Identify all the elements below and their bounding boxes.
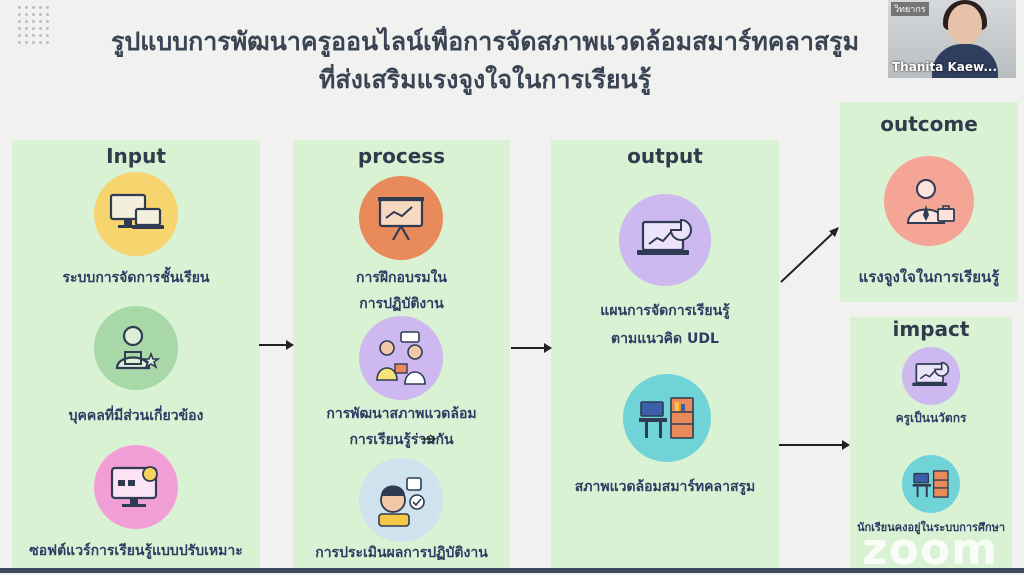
process-header: process xyxy=(357,144,446,168)
monitor-bulb-icon xyxy=(94,445,178,529)
businessperson-icon xyxy=(884,156,974,246)
speaker-role-tag: วิทยากร xyxy=(891,2,929,16)
presentation-board-icon xyxy=(359,176,443,260)
input-item-3: ซอฟต์แวร์การเรียนรู้แบบปรับเหมาะ xyxy=(29,543,243,559)
classroom-desk-small-icon xyxy=(902,455,960,513)
classroom-desk-icon xyxy=(623,374,711,462)
participant-video-tile[interactable]: วิทยากร Thanita Kaew... xyxy=(888,0,1016,78)
arrow-process-to-output xyxy=(511,343,552,353)
person-star-icon xyxy=(94,306,178,390)
cursor-arrow-icon xyxy=(421,434,437,444)
arrow-output-to-outcome xyxy=(780,227,839,283)
output-header: output xyxy=(627,144,703,168)
monitor-laptop-icon xyxy=(94,172,178,256)
output-item-2-line1: สภาพแวดล้อมสมาร์ทคลาสรูม xyxy=(574,479,756,495)
input-header: Input xyxy=(106,144,166,168)
arrow-output-to-impact xyxy=(779,440,850,450)
page-title-line2: ที่ส่งเสริมแรงจูงใจในการเรียนรู้ xyxy=(318,65,652,94)
arrow-input-to-process xyxy=(259,340,294,350)
process-item-2-line2: การเรียนรู้ร่วมกัน xyxy=(349,432,454,448)
decorative-dots xyxy=(16,4,50,44)
process-item-2-line1: การพัฒนาสภาพแวดล้อม xyxy=(326,406,477,422)
process-item-3-line1: การประเมินผลการปฏิบัติงาน xyxy=(315,545,488,561)
outcome-column: outcome แรงจูงใจในการเรียนรู้ xyxy=(840,102,1018,302)
outcome-item-1: แรงจูงใจในการเรียนรู้ xyxy=(858,268,1000,286)
impact-header: impact xyxy=(892,317,970,341)
input-item-2: บุคคลที่มีส่วนเกี่ยวข้อง xyxy=(68,408,204,424)
outcome-header: outcome xyxy=(880,112,978,136)
page-title-line1: รูปแบบการพัฒนาครูออนไลน์เพื่อการจัดสภาพแ… xyxy=(110,27,860,56)
laptop-chart-small-icon xyxy=(902,347,960,405)
impact-item-1: ครูเป็นนวัตกร xyxy=(895,411,967,425)
impact-column: impact ครูเป็นนวัตกร นักเรียนคงอยู่ในระบ… xyxy=(850,317,1012,573)
input-column: Input ระบบการจัดการชั้นเรียน บุคคลที่มีส… xyxy=(12,140,260,573)
input-item-1: ระบบการจัดการชั้นเรียน xyxy=(62,270,210,286)
person-checklist-icon xyxy=(359,458,443,542)
participant-name: Thanita Kaew... xyxy=(892,60,998,74)
process-item-1-line2: การปฏิบัติงาน xyxy=(359,296,444,312)
impact-item-2: นักเรียนคงอยู่ในระบบการศึกษา xyxy=(856,521,1006,534)
bottom-bar xyxy=(0,568,1024,573)
people-discussion-icon xyxy=(359,316,443,400)
output-item-1-line2: ตามแนวคิด UDL xyxy=(611,331,719,347)
laptop-chart-icon xyxy=(619,194,711,286)
output-item-1-line1: แผนการจัดการเรียนรู้ xyxy=(600,303,730,319)
zoom-watermark: zoom xyxy=(862,524,998,575)
process-item-1-line1: การฝึกอบรมใน xyxy=(356,270,447,286)
output-column: output แผนการจัดการเรียนรู้ ตามแนวคิด UD… xyxy=(551,140,779,573)
process-column: process การฝึกอบรมใน การปฏิบัติงาน การพั… xyxy=(293,140,510,573)
